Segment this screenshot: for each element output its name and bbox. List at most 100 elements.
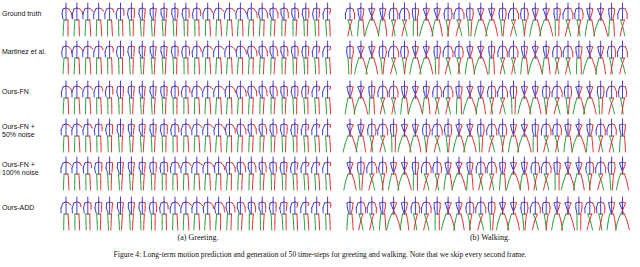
bone-segment [313, 9, 314, 14]
skeleton-figure [312, 157, 320, 190]
bone-segment [291, 130, 292, 135]
bone-segment [199, 174, 200, 182]
skeleton-figure [379, 41, 386, 74]
bone-segment [620, 28, 622, 36]
bone-segment [314, 8, 317, 9]
bone-segment [386, 47, 387, 52]
skeleton-figure [302, 81, 309, 114]
bone-segment [374, 58, 376, 66]
bone-segment [476, 20, 479, 28]
skeleton-figure [225, 41, 236, 74]
bone-segment [133, 174, 134, 182]
bone-segment [284, 162, 287, 163]
bone-segment [68, 174, 69, 182]
bone-segment [423, 9, 425, 14]
bone-segment [63, 20, 64, 28]
bone-segment [269, 208, 270, 213]
bone-segment [270, 124, 273, 125]
bone-segment [225, 87, 226, 92]
bone-segment [116, 9, 117, 14]
bone-segment [106, 130, 107, 135]
bone-segment [237, 125, 238, 130]
skeleton-figure [389, 3, 398, 36]
bone-segment [298, 9, 299, 13]
bone-segment [259, 8, 262, 9]
skeleton-figure [237, 119, 246, 152]
bone-segment [123, 203, 124, 207]
bone-segment [622, 20, 625, 28]
skeleton-figure [128, 197, 134, 230]
skeleton-figure [248, 81, 257, 114]
skeleton-figure [105, 41, 113, 74]
skeleton-figure [150, 157, 157, 190]
bone-segment [467, 8, 470, 9]
bone-segment [150, 163, 151, 168]
skeleton-figure [139, 81, 145, 114]
bone-segment [270, 52, 272, 57]
bone-segment [312, 163, 314, 168]
bone-segment [361, 8, 364, 9]
skeleton-figure [302, 41, 309, 74]
skeleton-figure [203, 3, 212, 36]
skeleton-figure [225, 119, 235, 152]
bone-segment [264, 98, 265, 106]
bone-segment [144, 58, 145, 66]
bone-segment [503, 8, 506, 9]
bone-segment [108, 214, 109, 222]
bone-segment [489, 9, 491, 14]
bone-segment [330, 174, 331, 182]
skeleton-figure [301, 119, 309, 152]
skeleton-figure [117, 197, 123, 230]
bone-segment [182, 9, 183, 14]
bone-segment [577, 20, 579, 28]
bone-segment [72, 125, 74, 130]
skeleton-figure [280, 197, 287, 230]
skeleton-figure [237, 197, 245, 230]
bone-segment [259, 52, 261, 57]
bone-segment [468, 20, 469, 28]
bone-segment [238, 58, 239, 66]
skeleton-figure [270, 41, 278, 74]
bone-segment [531, 20, 533, 28]
bone-segment [417, 14, 418, 19]
bone-segment [492, 8, 495, 9]
bone-segment [68, 136, 69, 144]
bone-segment [171, 87, 172, 92]
skeleton-figure [117, 157, 123, 190]
bone-segment [80, 47, 82, 49]
skeleton-figure [203, 119, 214, 152]
bone-segment [94, 125, 95, 130]
bone-segment [265, 125, 266, 129]
bone-segment [227, 20, 228, 28]
bone-segment [392, 28, 393, 36]
bone-segment [563, 9, 565, 14]
bone-segment [162, 20, 163, 28]
bone-segment [181, 92, 182, 97]
bone-segment [412, 14, 413, 19]
skeleton-figure [128, 41, 135, 74]
bone-segment [233, 47, 235, 50]
bone-segment [394, 46, 397, 47]
bone-segment [358, 9, 359, 14]
bone-segment [287, 47, 288, 51]
bone-segment [524, 28, 525, 36]
skeleton-figure [161, 3, 167, 36]
bone-segment [554, 8, 557, 9]
skeleton-figure [72, 81, 82, 114]
bone-segment [598, 8, 601, 9]
skeleton-figure [302, 3, 309, 36]
bone-segment [101, 20, 102, 28]
bone-segment [281, 202, 284, 203]
bone-segment [192, 125, 194, 130]
bone-segment [259, 162, 262, 163]
skeleton-figure [499, 3, 506, 36]
bone-segment [571, 9, 573, 14]
bone-segment [565, 28, 567, 36]
bone-segment [326, 58, 327, 66]
skeleton-figure [248, 41, 257, 74]
skeleton-figure [236, 41, 246, 74]
skeleton-figure [301, 197, 309, 230]
bone-segment [270, 202, 273, 203]
bone-segment [511, 28, 513, 36]
skeleton-figure [509, 3, 519, 36]
